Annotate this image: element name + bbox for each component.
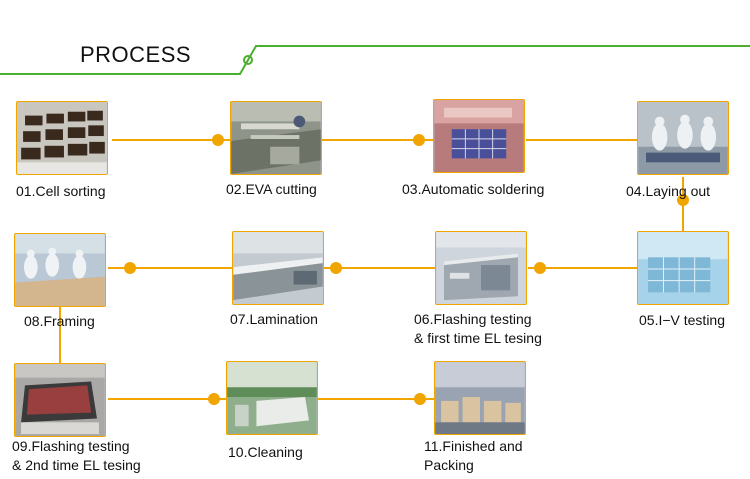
packing-photo — [435, 362, 525, 434]
step-10-photo — [226, 361, 318, 435]
step-08-label: 08.Framing — [24, 313, 95, 329]
step-01-label: 01.Cell sorting — [16, 183, 106, 199]
connector-dot — [414, 393, 426, 405]
step-09-label-line1: 09.Flashing testing — [12, 438, 130, 454]
page-title: PROCESS — [80, 42, 192, 67]
step-10-label: 10.Cleaning — [228, 444, 303, 460]
step-07-photo — [232, 231, 324, 305]
step-06-label-line1: 06.Flashing testing — [414, 311, 532, 327]
step-06-label: 06.Flashing testing & first time EL tesi… — [414, 310, 542, 348]
step-07-label: 07.Lamination — [230, 311, 318, 327]
step-11-photo — [434, 361, 526, 435]
iv-testing-photo — [638, 232, 728, 304]
connector-dot — [208, 393, 220, 405]
step-09-photo — [14, 363, 106, 437]
automatic-soldering-photo — [434, 100, 524, 172]
step-11-label-line1: 11.Finished and — [424, 438, 523, 454]
step-04-label: 04.Laying out — [626, 183, 711, 199]
second-el-testing-photo — [15, 364, 105, 436]
step-02-photo — [230, 101, 322, 175]
step-05-label: 05.I−V testing — [639, 312, 726, 328]
connector-dot — [677, 194, 689, 206]
step-11-label: 11.Finished and Packing — [424, 437, 523, 475]
step-06-label-line2: & first time EL tesing — [414, 330, 542, 346]
step-03-label: 03.Automatic soldering — [402, 181, 545, 197]
step-09-label-line2: & 2nd time EL tesing — [12, 457, 141, 473]
header-rule — [0, 45, 750, 75]
step-05-photo — [637, 231, 729, 305]
connector-dot — [212, 134, 224, 146]
step-02-label: 02.EVA cutting — [226, 181, 317, 197]
step-03-photo — [433, 99, 525, 173]
flashing-testing-photo — [436, 232, 526, 304]
step-08-photo — [14, 233, 106, 307]
eva-cutting-photo — [231, 102, 321, 174]
connector-dot — [124, 262, 136, 274]
header-rule-node — [243, 55, 253, 65]
cleaning-photo — [227, 362, 317, 434]
framing-photo — [15, 234, 105, 306]
connector-dot — [330, 262, 342, 274]
laying-out-photo — [638, 102, 728, 174]
lamination-photo — [233, 232, 323, 304]
step-01-photo — [16, 101, 108, 175]
step-11-label-line2: Packing — [424, 457, 474, 473]
step-06-photo — [435, 231, 527, 305]
cell-sorting-photo — [17, 102, 107, 174]
connector-dot — [413, 134, 425, 146]
step-09-label: 09.Flashing testing & 2nd time EL tesing — [12, 437, 141, 475]
step-04-photo — [637, 101, 729, 175]
connector-dot — [534, 262, 546, 274]
